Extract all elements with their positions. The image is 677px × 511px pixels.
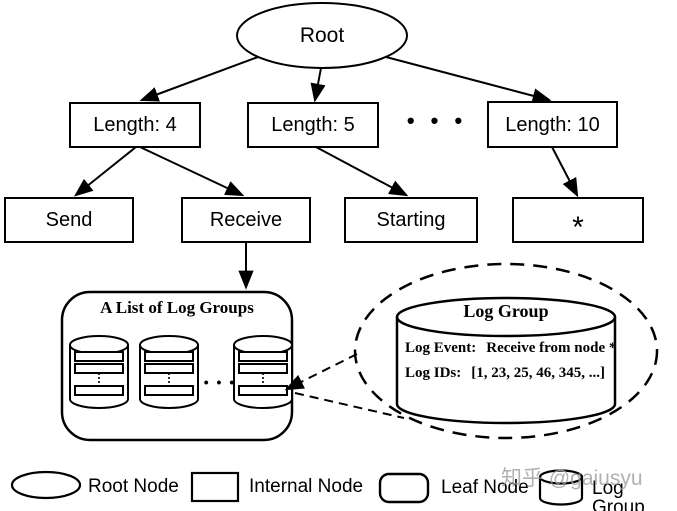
root-node-label: Root — [299, 24, 345, 47]
leaf-node-starting-box — [344, 197, 478, 243]
log-ids-label: Log IDs: — [405, 365, 462, 381]
legend-leaf-node-label: Leaf Node — [441, 477, 529, 498]
log-group-list-ellipsis: • • • — [203, 374, 237, 390]
log-event-value: Receive from node * — [486, 340, 617, 356]
leaf-node-star-box — [512, 197, 644, 243]
log-ids-value: [1, 23, 25, 46, 345, ...] — [471, 365, 606, 381]
callout-line-upper — [284, 353, 358, 391]
edge-root-length4 — [139, 56, 259, 102]
leaf-node-send-label: Send — [45, 209, 93, 231]
leaf-node-receive-label: Receive — [209, 209, 283, 231]
legend-symbols — [10, 469, 584, 506]
legend-leaf-node-rounded-rect — [378, 472, 430, 504]
leaf-node-star-label: * — [513, 198, 643, 244]
edge-length4-receive — [139, 146, 245, 197]
legend-log-group-cylinder-icon — [538, 469, 584, 506]
internal-node-length4-box — [69, 102, 201, 148]
star-glyph: * — [572, 211, 584, 244]
zhihu-watermark: 知乎 @gaiusyu — [501, 467, 643, 490]
callout-line-lower — [294, 392, 405, 419]
edge-root-length10 — [385, 56, 552, 104]
edge-root-length5 — [310, 67, 326, 103]
internal-node-length4-label: Length: 4 — [93, 114, 177, 136]
tree-edges — [73, 56, 579, 290]
edge-length4-send — [73, 146, 137, 197]
log-event-line: Log Event: Receive from node * — [405, 341, 616, 356]
legend-log-group-label: Log Group — [592, 478, 645, 511]
internal-node-length5-box — [247, 102, 379, 148]
level1-ellipsis: • • • — [406, 108, 468, 133]
legend-internal-node-rect — [190, 471, 240, 503]
internal-node-length5-label: Length: 5 — [271, 114, 355, 136]
legend-internal-node-label: Internal Node — [249, 476, 364, 497]
legend-root-node-label: Root Node — [88, 476, 179, 497]
callout-connectors — [284, 353, 405, 419]
log-group-detail-cylinder — [395, 296, 617, 425]
leaf-node-send-box — [4, 197, 134, 243]
edge-length5-starting — [315, 146, 409, 197]
log-event-label: Log Event: — [405, 340, 477, 356]
root-node-ellipse — [236, 2, 408, 69]
log-group-cylinder-icon — [233, 335, 293, 409]
log-group-cylinder-icons — [69, 335, 293, 409]
legend-root-node-ellipse — [10, 470, 82, 500]
log-group-list-title: A List of Log Groups — [100, 298, 254, 317]
log-group-cylinder-icon — [139, 335, 199, 409]
log-ids-line: Log IDs: [1, 23, 25, 46, 345, ...] — [405, 366, 605, 381]
leaf-node-receive-box — [181, 197, 311, 243]
log-group-cylinder-icon — [69, 335, 129, 409]
internal-node-length10-label: Length: 10 — [505, 113, 600, 136]
log-group-detail-title: Log Group — [463, 300, 549, 321]
edge-length10-star — [551, 146, 579, 198]
internal-node-length10-box — [487, 101, 618, 148]
leaf-node-starting-label: Starting — [376, 209, 446, 231]
